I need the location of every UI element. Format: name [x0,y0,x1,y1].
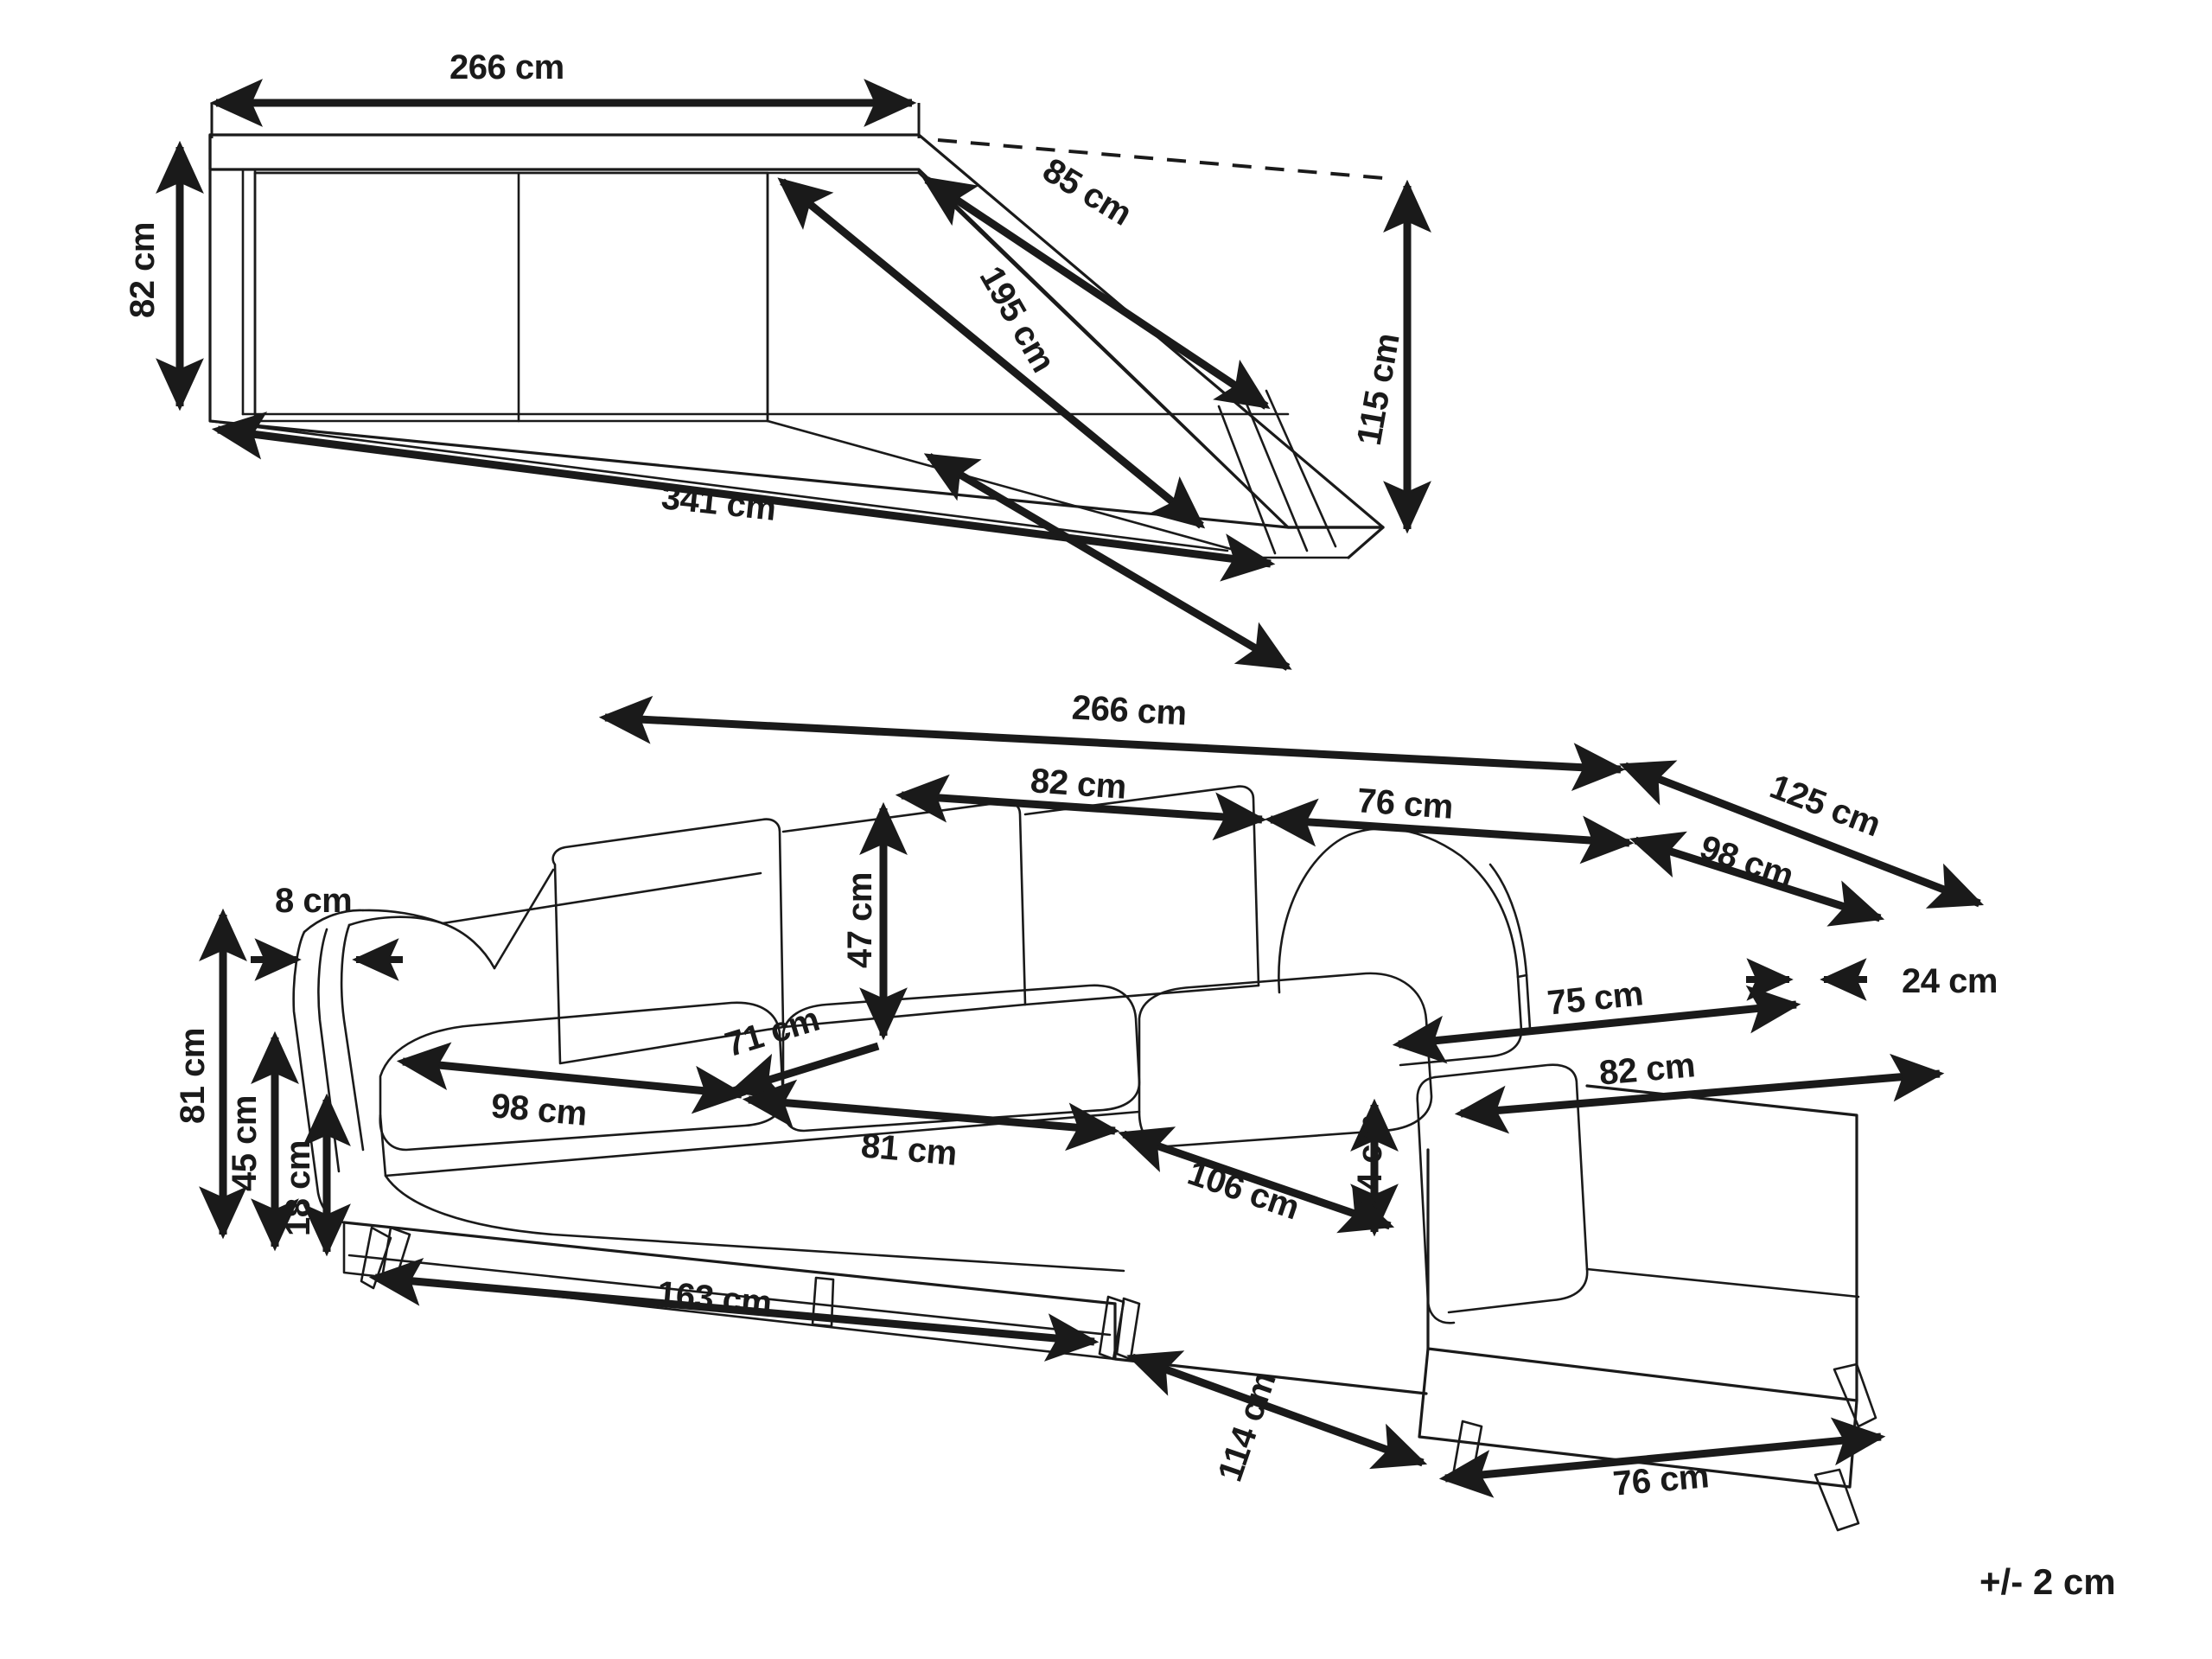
perspective-dimension-lines [199,695,1985,1498]
top-view-dimension-lines [156,79,1431,671]
sofa-perspective-geometry [292,785,1877,1532]
tolerance-note: +/- 2 cm [1979,1561,2116,1602]
top-view-85-dimension [921,176,1271,410]
